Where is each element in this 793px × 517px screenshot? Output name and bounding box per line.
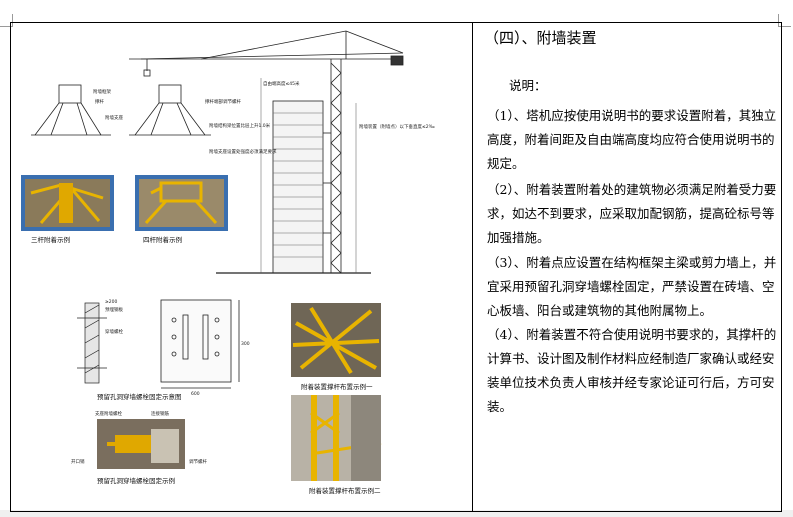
attachment-frame-drawing (31, 84, 211, 136)
item-4: （4）、附着装置不符合使用说明书要求的，其撑杆的计算书、设计图及制作材料应经制造… (487, 327, 777, 414)
embed-note: 附墙支座设置处强度必须满足要求 (209, 148, 277, 155)
tower-crane-drawing (129, 30, 404, 274)
wall-dim-label: ≥200 (105, 299, 117, 305)
photo3-caption: 附着装置撑杆布置示例一 (301, 382, 373, 391)
photo-strut-layout-1 (291, 303, 381, 377)
column-divider (472, 23, 473, 511)
free-height-note: 自由端高度≤45米 (263, 80, 300, 87)
wall-section-drawing (77, 302, 107, 384)
rebar-label: 连接钢筋 (151, 410, 169, 417)
section-heading: （四）、附墙装置 (484, 29, 597, 47)
crop-mark-top-right (778, 14, 791, 27)
adj-bolt-label: 调节螺杆 (189, 458, 207, 465)
strut-label: 撑杆 (95, 98, 104, 105)
dim-300-label: 300 (241, 341, 250, 347)
photo-three-rod (21, 175, 114, 231)
content-table: 自由端高度≤45米 附墙装置（附墙点）以下垂直度≤2‰ (10, 22, 782, 512)
beam-note: 附墙结构梁位置比层上升1.0米 (209, 122, 271, 129)
photo5-caption: 附着装置撑杆布置示例二 (309, 486, 381, 495)
bolt-plan-caption: 预留孔洞穿墙螺栓固定示意图 (97, 392, 182, 401)
figure-panel: 自由端高度≤45米 附墙装置（附墙点）以下垂直度≤2‰ (11, 23, 472, 513)
crop-mark-top-left (0, 14, 13, 27)
dim-600-label: 600 (191, 391, 200, 397)
bolt-plan-drawing (160, 299, 240, 389)
frame-label: 附墙框架 (93, 88, 111, 95)
photo-strut-layout-2 (291, 395, 382, 481)
wall-bracket-label: 附墙支座 (105, 114, 123, 121)
intro-label: 说明： (509, 78, 547, 93)
photo4-caption: 预留孔洞穿墙螺栓固定示例 (97, 476, 175, 485)
pin-label: 撑杆端部调节螺杆 (205, 98, 241, 105)
item-2: （2）、附着装置附着处的建筑物必须满足附着受力要求，如达不到要求，应采取加配钢筋… (487, 182, 777, 245)
item-3: （3）、附着点应设置在结构框架主梁或剪力墙上，并宜采用预留孔洞穿墙螺栓固定，严禁… (487, 255, 777, 318)
figures-svg: 自由端高度≤45米 附墙装置（附墙点）以下垂直度≤2‰ (21, 30, 435, 495)
photo-bolt-fixing (97, 419, 185, 469)
wall-conn-label: 支座附墙螺栓 (95, 410, 122, 417)
pin-plug-label: 开口销 (71, 458, 85, 465)
photo1-caption: 三杆附着示例 (31, 235, 70, 244)
embed-plate-label: 预埋钢板 (105, 306, 123, 313)
attach-spacing-note: 附墙装置（附墙点）以下垂直度≤2‰ (359, 123, 435, 130)
photo2-caption: 四杆附着示例 (143, 235, 182, 244)
photo-four-rod (135, 175, 228, 231)
bolt-hole-label: 穿墙螺栓 (105, 328, 123, 335)
item-1: （1）、塔机应按使用说明书的要求设置附着，其独立高度，附着间距及自由端高度均应符… (487, 108, 777, 171)
